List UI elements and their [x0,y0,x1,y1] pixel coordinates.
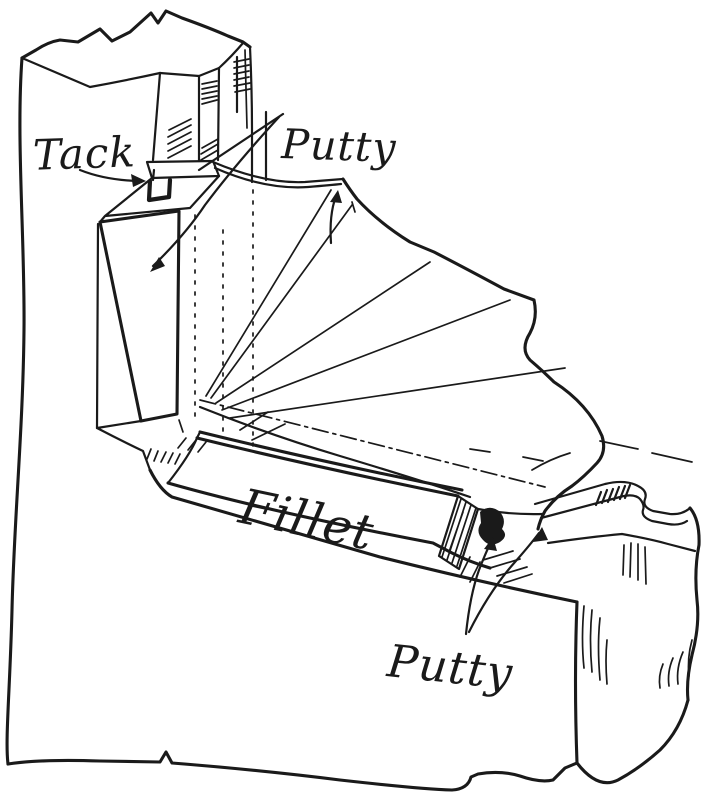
putty-bottom-arrowhead-right-icon [533,527,548,542]
glass-reflection-lines [205,189,566,462]
bar-step-edges [151,55,239,163]
sill-torn-hatch [146,448,181,465]
tack-label: Tack [32,127,136,180]
putty-bottom-leader-right [467,531,541,634]
glass-peak-arrowhead-icon [330,190,342,203]
putty-bottom-label: Putty [384,634,516,700]
labels: Tack Putty Fillet Putty [32,120,515,700]
jamb-left-edge [5,56,26,766]
rail-front-top-edge [148,468,579,604]
hidden-rebate-dotted-lines [194,189,254,451]
nosing-hatch [622,542,647,585]
rebate-edge-behind-fillet [476,507,545,516]
fillet-strip [166,430,492,571]
molding-band-upper [533,480,692,516]
tack-arrowhead-icon [131,174,146,187]
jamb-top-front-arris [20,56,162,89]
putty-bottom-arrowhead-left-icon [484,537,497,551]
putty-bed-hatch [459,550,533,584]
bottom-rail [148,468,579,604]
putty-bottom-leader-left [464,540,493,636]
jamb-stile [5,9,579,792]
panel-outline [98,209,181,423]
molding-dark-hatch [594,483,632,507]
jamb-back-edge [248,45,254,184]
sash-bar [98,41,251,224]
rail-back-edge-fragments [531,440,693,471]
putty-top-leader-line [197,112,285,172]
fillet-top-edges [195,430,464,498]
putty-bead-top [211,160,345,189]
bar-hatching [167,58,251,161]
jamb-panel [95,209,181,472]
frame-bottom-torn-edge [6,750,579,792]
glass-torn-edge [341,177,606,531]
fillet-left-end [166,430,202,485]
panel-left-edge [95,222,143,430]
putty-blob [478,507,506,545]
bar-step-tops [158,41,245,78]
corner-torn-ticks [177,419,207,453]
jamb-top-torn-edge [20,9,252,60]
block-face-curved-hatch [658,639,693,689]
rail-end-block [531,440,701,785]
putty-ledge [145,159,221,180]
block-front-corner-edge [573,600,579,765]
tack-top-tick [151,168,156,182]
block-bottom-torn-edge [575,698,690,785]
sill-step-edge [95,426,152,472]
glass-peak-arrow [329,194,338,245]
glass-dash-dot-line [199,399,546,488]
molding-band-lower [539,494,689,526]
tack-shape [146,177,173,203]
leader-arrows [78,112,548,636]
block-front-top-arris [546,532,697,553]
fillet-label: Fillet [234,478,380,562]
fillet-end-grain-hatch [441,498,477,567]
corner-hatch [581,605,608,685]
putty-top-label: Putty [280,120,398,172]
putty-top-curved-arrow [151,115,281,268]
putty-top-arrowhead-icon [150,257,165,272]
